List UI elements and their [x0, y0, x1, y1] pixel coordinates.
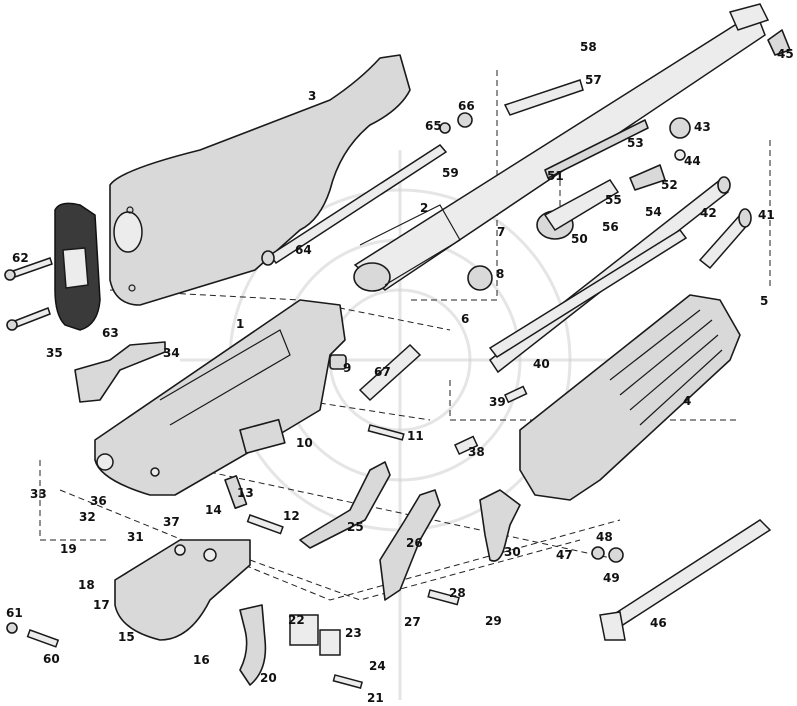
callout-48: 48 — [596, 530, 613, 544]
callout-56: 56 — [602, 220, 619, 234]
callout-54: 54 — [645, 205, 662, 219]
callout-47: 47 — [556, 548, 573, 562]
callout-55: 55 — [605, 193, 622, 207]
callout-3: 3 — [308, 89, 316, 103]
callout-58: 58 — [580, 40, 597, 54]
callout-26: 26 — [406, 536, 423, 550]
callout-2: 2 — [420, 201, 428, 215]
magazine-cap — [698, 208, 752, 270]
callout-30: 30 — [504, 545, 521, 559]
callout-36: 36 — [90, 494, 107, 508]
callout-21: 21 — [367, 691, 384, 705]
callout-labels: 1 2 3 4 5 6 7 8 9 10 11 12 13 14 15 16 1… — [6, 40, 794, 705]
butt-plate-screws — [4, 257, 53, 331]
forearm-forend — [519, 294, 741, 501]
callout-17: 17 — [93, 598, 110, 612]
callout-4: 4 — [683, 394, 691, 408]
callout-53: 53 — [627, 136, 644, 150]
callout-64: 64 — [295, 243, 312, 257]
callout-20: 20 — [260, 671, 277, 685]
callout-12: 12 — [283, 509, 300, 523]
action-bar-lock — [299, 461, 391, 549]
small-parts — [6, 79, 691, 689]
callout-34: 34 — [163, 346, 180, 360]
callout-60: 60 — [43, 652, 60, 666]
callout-25: 25 — [347, 520, 364, 534]
callout-42: 42 — [700, 206, 717, 220]
callout-37: 37 — [163, 515, 180, 529]
action-bar — [599, 519, 772, 641]
action-slide — [488, 229, 688, 358]
callout-65: 65 — [425, 119, 442, 133]
callout-8: 8 — [496, 267, 504, 281]
callout-16: 16 — [193, 653, 210, 667]
callout-45: 45 — [777, 47, 794, 61]
callout-39: 39 — [489, 395, 506, 409]
callout-32: 32 — [79, 510, 96, 524]
callout-13: 13 — [237, 486, 254, 500]
callout-1: 1 — [236, 317, 244, 331]
callout-38: 38 — [468, 445, 485, 459]
front-sight — [767, 29, 791, 56]
callout-61: 61 — [6, 606, 23, 620]
callout-67: 67 — [374, 365, 391, 379]
callout-62: 62 — [12, 251, 29, 265]
callout-63: 63 — [102, 326, 119, 340]
callout-46: 46 — [650, 616, 667, 630]
receiver — [94, 299, 346, 496]
callout-35: 35 — [46, 346, 63, 360]
hammer — [379, 489, 441, 601]
callout-66: 66 — [458, 99, 475, 113]
callout-18: 18 — [78, 578, 95, 592]
callout-14: 14 — [205, 503, 222, 517]
callout-29: 29 — [485, 614, 502, 628]
callout-28: 28 — [449, 586, 466, 600]
callout-33: 33 — [30, 487, 47, 501]
callout-52: 52 — [661, 178, 678, 192]
trigger — [239, 604, 267, 686]
callout-22: 22 — [288, 613, 305, 627]
callout-49: 49 — [603, 571, 620, 585]
callout-15: 15 — [118, 630, 135, 644]
barrel — [353, 3, 770, 292]
callout-59: 59 — [442, 166, 459, 180]
callout-50: 50 — [571, 232, 588, 246]
callout-10: 10 — [296, 436, 313, 450]
callout-57: 57 — [585, 73, 602, 87]
callout-19: 19 — [60, 542, 77, 556]
callout-9: 9 — [343, 361, 351, 375]
callout-51: 51 — [547, 169, 564, 183]
callout-43: 43 — [694, 120, 711, 134]
callout-24: 24 — [369, 659, 386, 673]
callout-27: 27 — [404, 615, 421, 629]
callout-44: 44 — [684, 154, 701, 168]
callout-31: 31 — [127, 530, 144, 544]
callout-23: 23 — [345, 626, 362, 640]
buttstock — [109, 54, 411, 306]
breech-bolt — [536, 179, 620, 240]
trigger-guard-assembly — [114, 539, 251, 641]
carrier — [479, 489, 521, 562]
callout-11: 11 — [407, 429, 424, 443]
stock-bolt — [261, 144, 448, 266]
callout-6: 6 — [461, 312, 469, 326]
callout-41: 41 — [758, 208, 775, 222]
butt-plate — [54, 202, 101, 331]
callout-7: 7 — [497, 225, 505, 239]
callout-40: 40 — [533, 357, 550, 371]
callout-5: 5 — [760, 294, 768, 308]
